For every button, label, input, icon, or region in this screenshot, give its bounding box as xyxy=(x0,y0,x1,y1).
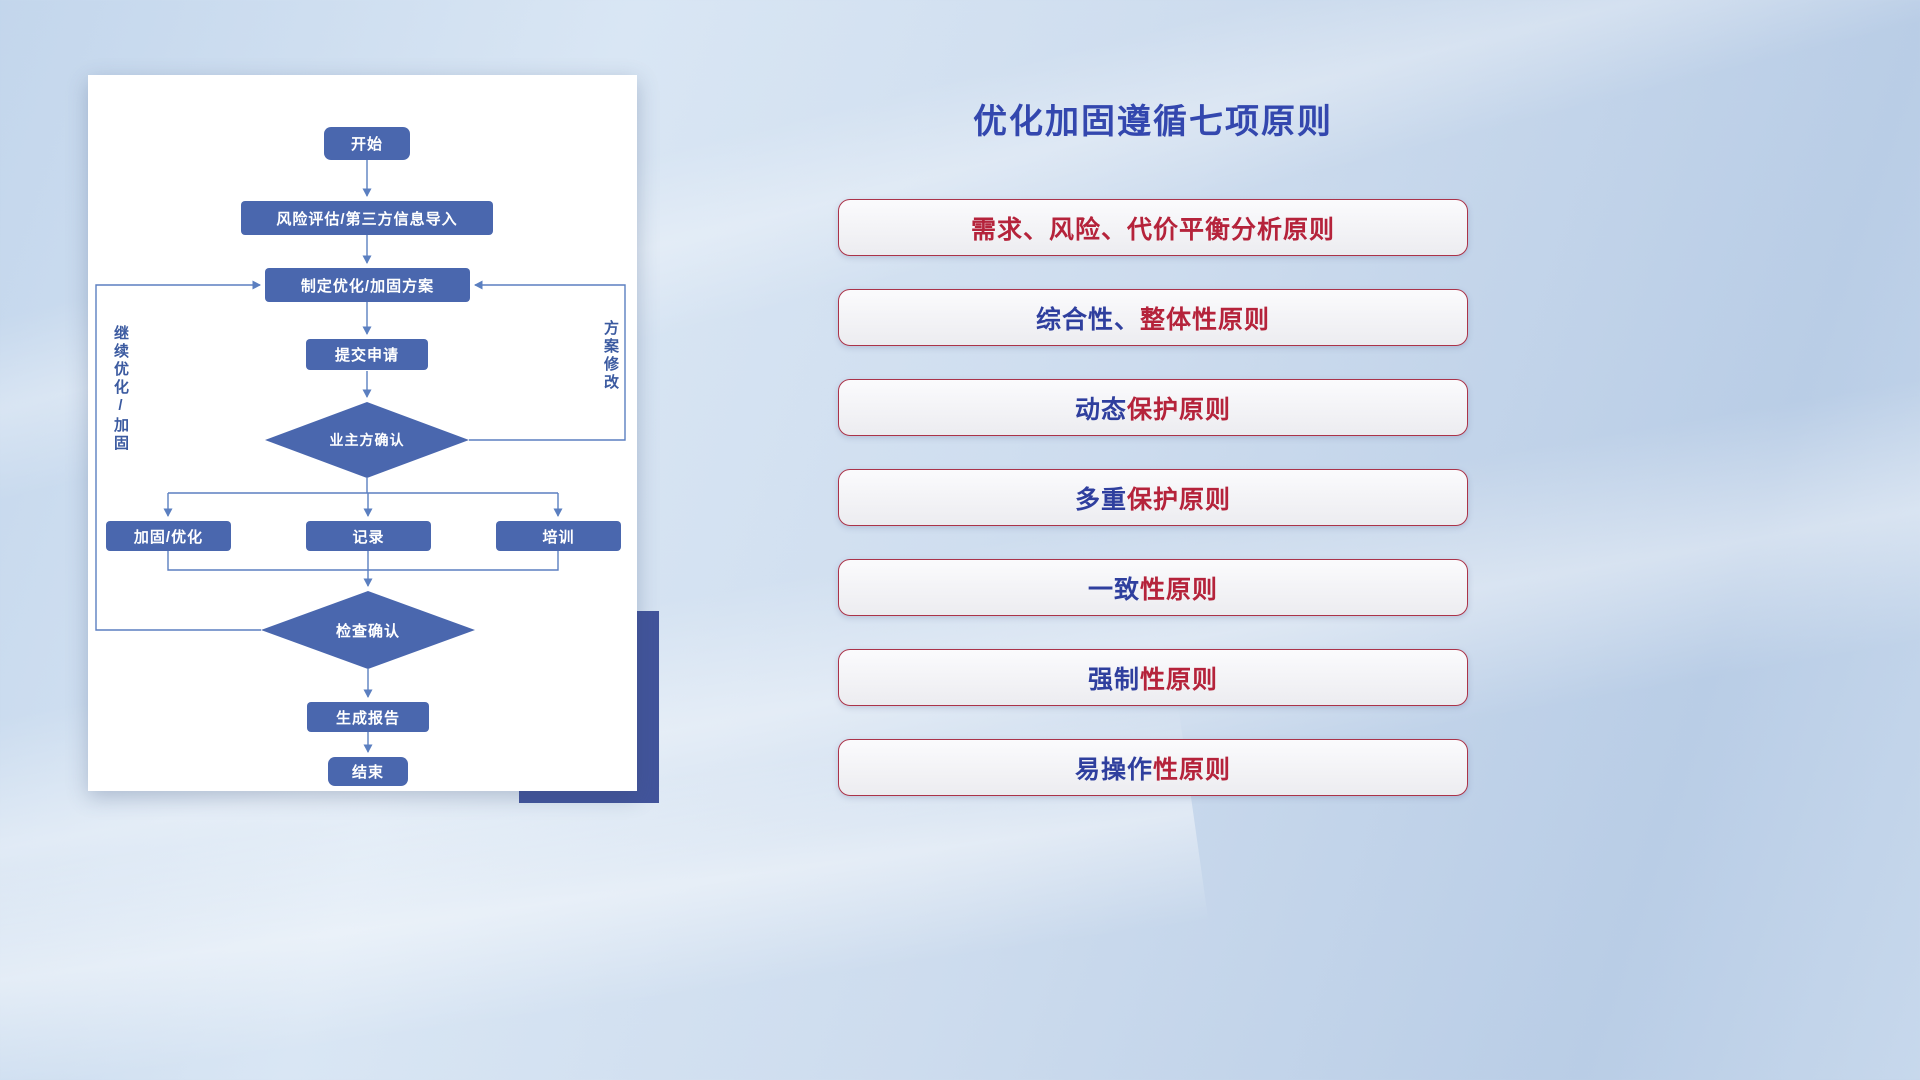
flow-node-end: 结束 xyxy=(328,757,408,786)
flow-node-start-label: 开始 xyxy=(350,136,383,153)
flow-node-training-label: 培训 xyxy=(542,528,575,546)
principle-text-blue: 动态 xyxy=(1074,395,1127,424)
principle-text-blue: 易操作 xyxy=(1074,755,1153,784)
flow-node-make-plan: 制定优化/加固方案 xyxy=(265,268,470,302)
flow-node-submit: 提交申请 xyxy=(306,339,428,370)
flow-node-risk-import-label: 风险评估/第三方信息导入 xyxy=(276,210,458,228)
principle-card: 多重 保护原则 xyxy=(838,469,1468,526)
flow-node-submit-label: 提交申请 xyxy=(334,347,399,364)
principle-card: 需求、风险、代价平衡分析原则 xyxy=(838,199,1468,256)
flow-node-reinforce: 加固/优化 xyxy=(106,521,231,551)
principle-text-blue: 一致 xyxy=(1087,575,1140,604)
principle-card: 易操作 性原则 xyxy=(838,739,1468,796)
flow-node-start: 开始 xyxy=(324,127,410,160)
flow-node-end-label: 结束 xyxy=(351,764,384,781)
principle-text-blue: 强制 xyxy=(1087,665,1140,694)
principle-card: 综合性、 整体性原则 xyxy=(838,289,1468,346)
flow-node-make-plan-label: 制定优化/加固方案 xyxy=(300,277,435,295)
principle-text-red: 整体性原则 xyxy=(1140,305,1271,334)
edge-label-continue-optimize: 继续优化/加固 xyxy=(112,325,129,453)
edge-label-plan-revise: 方案修改 xyxy=(602,320,619,392)
principle-text-red: 性原则 xyxy=(1140,575,1219,604)
flow-node-report-label: 生成报告 xyxy=(335,709,400,727)
principle-text-red: 需求、风险、代价平衡分析原则 xyxy=(970,215,1335,244)
flow-decision-check-confirm-label: 检查确认 xyxy=(335,622,400,640)
principle-card: 一致 性原则 xyxy=(838,559,1468,616)
principle-text-red: 保护原则 xyxy=(1127,395,1232,424)
flow-node-report: 生成报告 xyxy=(307,702,429,732)
principle-card: 强制 性原则 xyxy=(838,649,1468,706)
principle-text-blue: 综合性、 xyxy=(1035,305,1140,334)
principle-text-red: 性原则 xyxy=(1153,755,1232,784)
principle-card: 动态 保护原则 xyxy=(838,379,1468,436)
flow-node-record-label: 记录 xyxy=(352,528,385,546)
flow-decision-owner-confirm-label: 业主方确认 xyxy=(329,432,405,448)
principle-text-blue: 多重 xyxy=(1074,485,1127,514)
flow-node-record: 记录 xyxy=(306,521,431,551)
flowchart-connectors xyxy=(95,160,626,753)
flow-node-reinforce-label: 加固/优化 xyxy=(133,528,204,546)
principle-text-red: 保护原则 xyxy=(1127,485,1232,514)
flowchart-card: 开始 风险评估/第三方信息导入 制定优化/加固方案 提交申请 业主方确认 加固/… xyxy=(88,75,637,791)
flow-node-risk-import: 风险评估/第三方信息导入 xyxy=(241,201,493,235)
page-title: 优化加固遵循七项原则 xyxy=(973,103,1333,141)
principle-text-red: 性原则 xyxy=(1140,665,1219,694)
principles-list: 需求、风险、代价平衡分析原则 综合性、 整体性原则 动态 保护原则 多重 保护原… xyxy=(838,199,1468,796)
flow-node-training: 培训 xyxy=(496,521,621,551)
